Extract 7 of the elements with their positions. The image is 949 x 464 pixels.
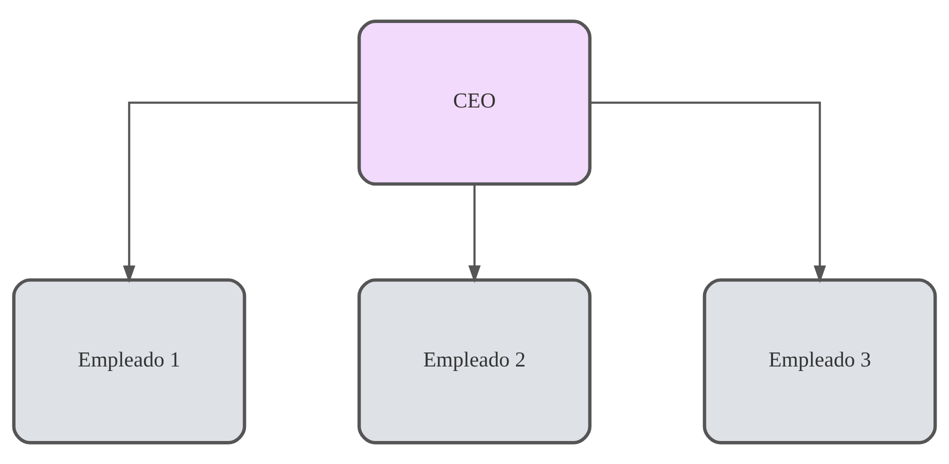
- node-box: Empleado 3: [702, 278, 937, 444]
- node-box: Empleado 2: [358, 278, 592, 444]
- arrow: [468, 184, 481, 284]
- node-box: CEO: [358, 20, 592, 186]
- node-box: Empleado 1: [12, 278, 246, 444]
- arrow: [590, 102, 826, 284]
- arrow: [123, 102, 360, 284]
